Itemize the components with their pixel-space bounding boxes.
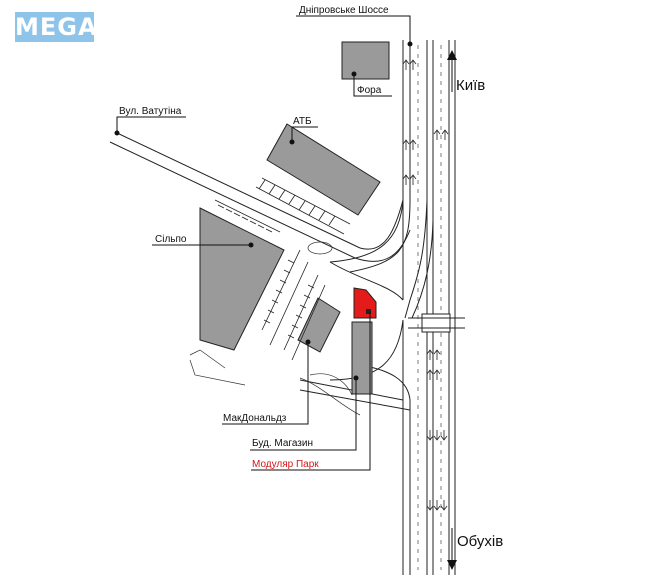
lane-arrows (402, 59, 449, 511)
silpo-building (199, 207, 285, 351)
atb-building (255, 123, 381, 235)
highway-ramps (299, 199, 434, 411)
highway-label: Дніпровське Шоссе (299, 5, 389, 16)
highway-dniprovske (402, 40, 465, 575)
bud-magazyn-building (351, 321, 373, 395)
modular-park-marker (366, 309, 371, 314)
kyiv-label: Київ (456, 77, 485, 94)
street-vatutina (109, 131, 411, 301)
silpo-label: Сільпо (155, 234, 187, 245)
modular-park-building (353, 287, 377, 319)
label-leaders (114, 15, 457, 570)
fora-building (341, 41, 390, 80)
bud-magazyn-label: Буд. Магазин (252, 438, 313, 449)
fora-label: Фора (357, 85, 382, 96)
mega-watermark-logo: MEGA (15, 12, 98, 42)
atb-label: АТБ (293, 116, 312, 127)
obukhiv-label: Обухів (457, 533, 503, 550)
parking-lots (189, 199, 361, 416)
arrow-south-icon (447, 528, 457, 570)
vatutina-label: Вул. Ватутіна (119, 106, 182, 117)
mcdonalds-label: МакДональдз (223, 413, 287, 424)
arrow-north-icon (447, 50, 457, 92)
mcdonalds-building (297, 297, 341, 353)
modular-park-label: Модуляр Парк (252, 459, 319, 470)
